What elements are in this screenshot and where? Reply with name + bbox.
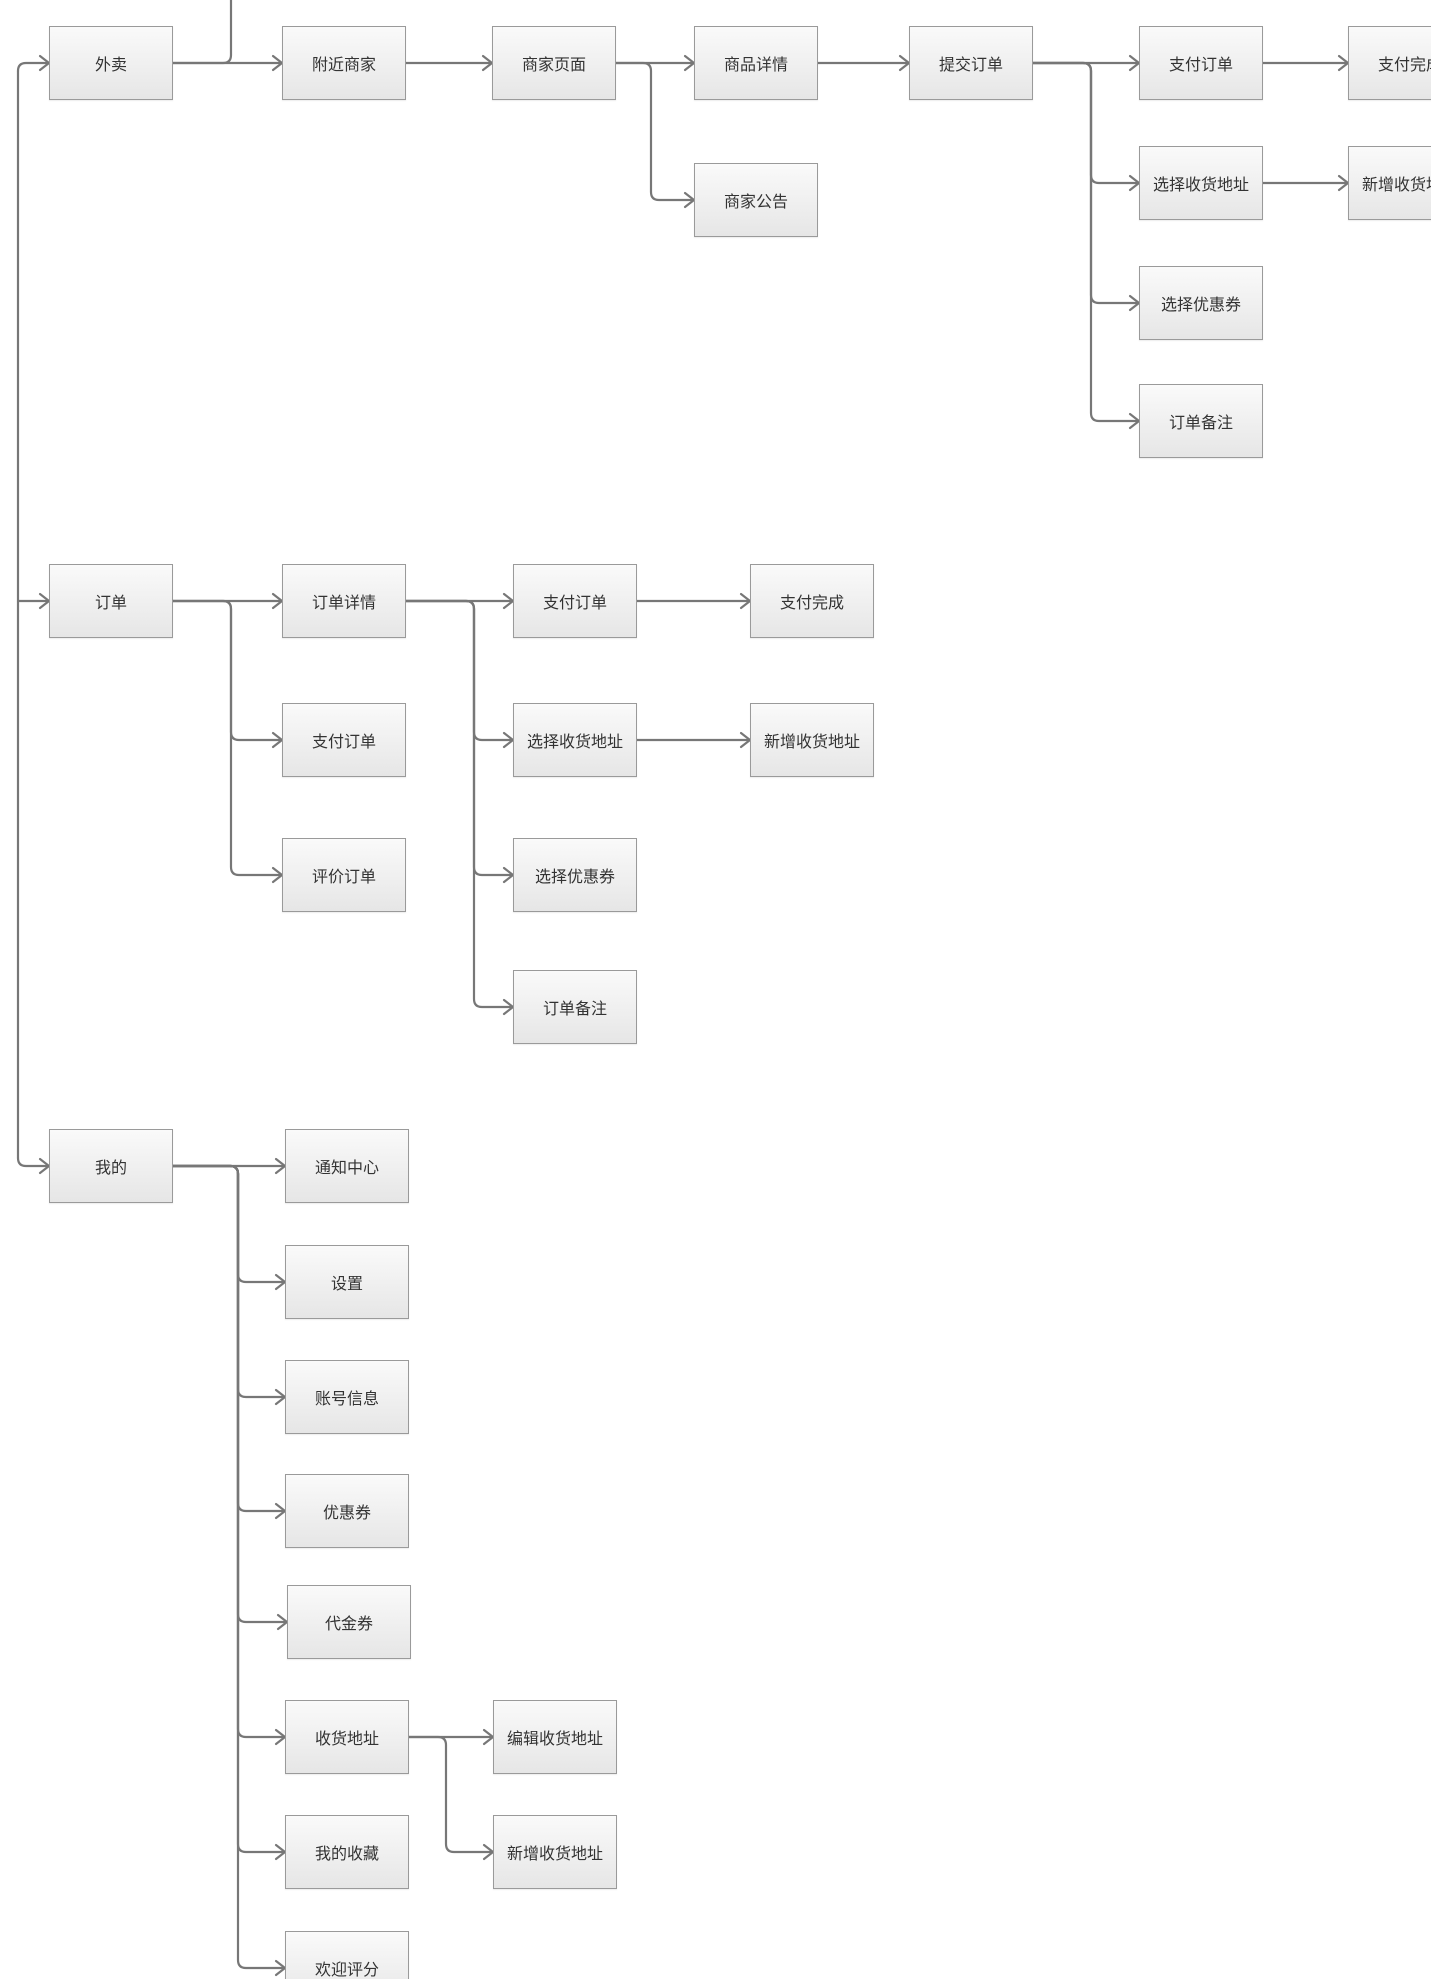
edge-n_wode-to-n_sc	[171, 1164, 287, 1854]
node-merchant-page: 商家页面	[492, 26, 616, 100]
node-coupons: 优惠券	[285, 1474, 409, 1548]
node-merchant-notice: 商家公告	[694, 163, 818, 237]
node-shipping-address: 收货地址	[285, 1700, 409, 1774]
edge-waimai-up	[171, 0, 233, 65]
node-nearby-merchants: 附近商家	[282, 26, 406, 100]
edge-root-to-n_waimai	[16, 61, 51, 73]
node-select-address-1: 选择收货地址	[1139, 146, 1263, 220]
edge-root-to-n_wode	[16, 1156, 51, 1168]
edge-n_ddxq-to-n_xzdz2	[404, 599, 515, 742]
edge-n_wode-to-n_yhq3	[171, 1164, 287, 1513]
node-payment-complete-2: 支付完成	[750, 564, 874, 638]
edge-n_tijiao-to-n_xzdz1	[1031, 61, 1141, 185]
node-waimai: 外卖	[49, 26, 173, 100]
edge-n_wode-to-n_pf	[171, 1164, 287, 1970]
edge-n_ddxq-to-n_yhq2	[404, 599, 515, 877]
node-add-address-2: 新增收货地址	[750, 703, 874, 777]
node-select-address-2: 选择收货地址	[513, 703, 637, 777]
node-rate-us: 欢迎评分	[285, 1931, 409, 1979]
edge-n_dingdan-to-n_zf2	[171, 599, 284, 742]
edge-n_ddxq-to-n_bz2	[404, 599, 515, 1009]
node-pay-order-2: 支付订单	[282, 703, 406, 777]
edge-n_shangjia-to-n_gonggao	[614, 61, 696, 202]
node-order-note-1: 订单备注	[1139, 384, 1263, 458]
node-account-info: 账号信息	[285, 1360, 409, 1434]
edge-n_tijiao-to-n_bz1	[1031, 61, 1141, 423]
node-orders: 订单	[49, 564, 173, 638]
edge-n_wode-to-n_shdz	[171, 1164, 287, 1739]
node-review-order: 评价订单	[282, 838, 406, 912]
edge-n_wode-to-n_djq	[171, 1164, 289, 1624]
node-payment-complete-1: 支付完成	[1348, 26, 1431, 100]
node-add-address-1: 新增收货地址	[1348, 146, 1431, 220]
node-pay-order-3: 支付订单	[513, 564, 637, 638]
node-vouchers: 代金券	[287, 1585, 411, 1659]
node-select-coupon-1: 选择优惠券	[1139, 266, 1263, 340]
node-edit-address: 编辑收货地址	[493, 1700, 617, 1774]
node-product-detail: 商品详情	[694, 26, 818, 100]
node-select-coupon-2: 选择优惠券	[513, 838, 637, 912]
node-mine: 我的	[49, 1129, 173, 1203]
node-order-note-2: 订单备注	[513, 970, 637, 1044]
edge-n_wode-to-n_sz	[171, 1164, 287, 1284]
edge-n_shdz-to-n_xzdzadd3	[407, 1735, 495, 1854]
edge-n_dingdan-to-n_pj	[171, 599, 284, 877]
node-order-detail: 订单详情	[282, 564, 406, 638]
node-add-address-3: 新增收货地址	[493, 1815, 617, 1889]
node-settings: 设置	[285, 1245, 409, 1319]
node-submit-order: 提交订单	[909, 26, 1033, 100]
node-pay-order-1: 支付订单	[1139, 26, 1263, 100]
node-my-favorites: 我的收藏	[285, 1815, 409, 1889]
node-notification-center: 通知中心	[285, 1129, 409, 1203]
